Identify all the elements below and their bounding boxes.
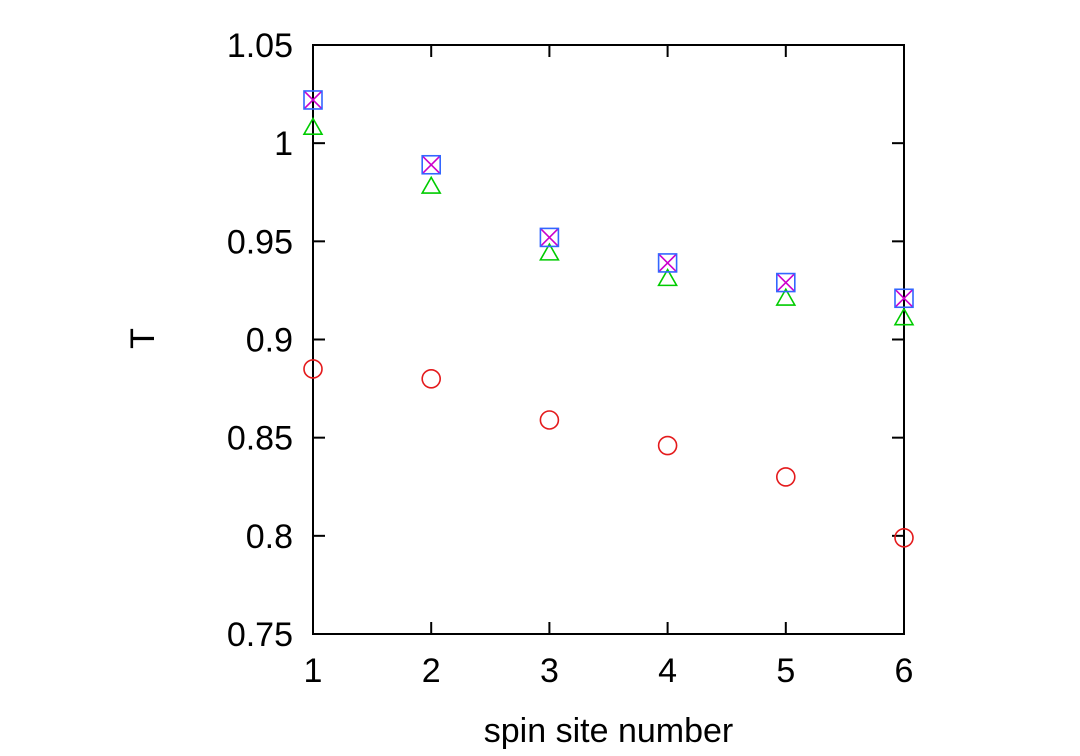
axes: [312, 44, 905, 635]
data-point-cross: [894, 288, 914, 308]
data-point-triangle: [302, 116, 324, 136]
data-point-square: [421, 154, 442, 175]
series-cross-markers: [303, 90, 914, 308]
x-tick-label: 1: [304, 652, 323, 690]
x-tick-label: 4: [658, 652, 677, 690]
data-marks: [302, 90, 915, 548]
y-axis-title: T: [124, 328, 162, 349]
data-point-triangle: [775, 287, 797, 306]
data-point-circle: [775, 467, 796, 487]
x-axis-title: spin site number: [484, 712, 733, 750]
x-tick-label: 6: [895, 652, 914, 690]
data-point-circle: [421, 368, 442, 389]
series-triangle-markers: [302, 116, 915, 326]
y-tick-label: 0.85: [227, 420, 293, 458]
y-tick-label: 0.75: [227, 616, 293, 654]
data-point-circle: [657, 435, 678, 456]
data-point-triangle: [539, 242, 560, 261]
data-point-cross: [776, 272, 796, 293]
y-tick-label: 1: [274, 125, 293, 163]
data-point-circle: [303, 359, 323, 379]
y-tick-label: 0.95: [227, 223, 293, 261]
series-circle-markers: [303, 359, 914, 548]
data-point-cross: [539, 227, 559, 247]
data-point-cross: [658, 253, 678, 273]
series-square-markers: [303, 90, 914, 309]
data-point-square: [657, 253, 678, 273]
x-tick-label: 5: [776, 652, 795, 690]
data-point-circle: [539, 410, 560, 430]
data-point-triangle: [657, 268, 678, 287]
ticks: 1 2 3 4 5 6 0.75 0.8 0.85 0.9 0.95 1 1.05: [227, 27, 914, 690]
y-tick-label: 0.9: [246, 322, 293, 360]
data-point-square: [894, 288, 914, 309]
y-tick-label: 1.05: [227, 27, 293, 65]
x-tick-label: 2: [422, 652, 441, 690]
data-point-square: [775, 272, 796, 293]
x-tick-label: 3: [540, 652, 559, 690]
data-point-square: [539, 227, 560, 248]
data-point-square: [303, 90, 323, 110]
data-point-circle: [894, 527, 914, 548]
y-tick-label: 0.8: [246, 518, 293, 556]
plot-frame: [312, 44, 905, 635]
data-point-cross: [421, 155, 441, 175]
data-point-cross: [303, 90, 323, 110]
data-point-triangle: [893, 307, 915, 326]
data-point-triangle: [420, 175, 442, 194]
